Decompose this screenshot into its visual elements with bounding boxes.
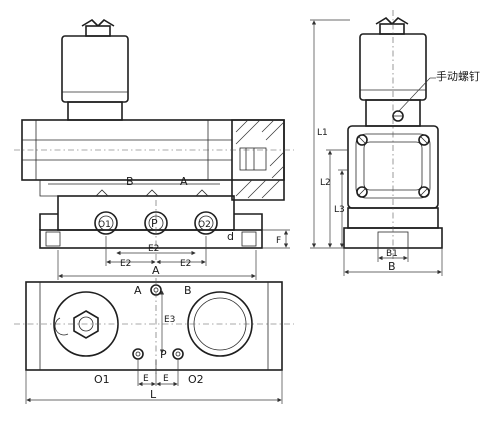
base-plate-front (39, 229, 263, 249)
label-o1-bottom: O1 (94, 373, 110, 386)
label-b1: B1 (386, 249, 398, 259)
label-e2-left: E2 (120, 259, 131, 269)
wing-nut-side (375, 16, 409, 25)
label-l: L (150, 388, 157, 401)
solenoid-neck-front (67, 101, 123, 121)
label-e-left: E (143, 374, 149, 384)
label-e2-center: E2 (148, 244, 159, 254)
label-manual-screw: 手动螺钉 (436, 69, 480, 83)
label-a-bottom: A (134, 284, 142, 297)
label-l1: L1 (317, 128, 328, 138)
bolt-bl (356, 186, 368, 198)
label-e-right: E (163, 374, 169, 384)
label-p-front: P (151, 217, 158, 230)
hole-p (132, 348, 144, 360)
port-o1-front (94, 211, 118, 235)
cutaway-hatch (235, 119, 285, 199)
side-view: 手动螺钉 L1 L2 L3 B1 B (310, 10, 480, 276)
label-f: F (276, 236, 281, 246)
front-view: O1 P O2 B A d E2 E2 E2 A F (14, 18, 294, 280)
hole-e (172, 348, 184, 360)
hex-plug (73, 310, 99, 339)
bolt-br (418, 186, 430, 198)
label-a-front: A (180, 175, 188, 188)
bolt-tr (418, 134, 430, 146)
label-e2-right: E2 (180, 259, 191, 269)
port-o2-front (194, 211, 218, 235)
label-o2-bottom: O2 (188, 373, 204, 386)
label-b-front: B (126, 175, 134, 188)
bottom-plate (25, 281, 283, 371)
bottom-view: A B P O1 O2 E3 E E L (14, 278, 294, 404)
port-o2-bottom (187, 291, 253, 357)
label-e3: E3 (164, 315, 175, 325)
label-p-bottom: P (160, 348, 167, 361)
section-cutaway (231, 119, 285, 201)
solenoid-top-cap (85, 25, 111, 37)
label-a-dim: A (152, 264, 160, 277)
label-d: d (227, 230, 234, 243)
wing-nut-front (81, 18, 115, 27)
label-l2: L2 (320, 178, 331, 188)
label-l3: L3 (334, 205, 345, 215)
label-b-dim: B (388, 260, 396, 273)
label-o1-front: O1 (98, 220, 111, 230)
manual-screw-head (392, 110, 404, 122)
bolt-tl (356, 134, 368, 146)
label-o2-front: O2 (198, 220, 211, 230)
label-b-bottom: B (184, 284, 192, 297)
